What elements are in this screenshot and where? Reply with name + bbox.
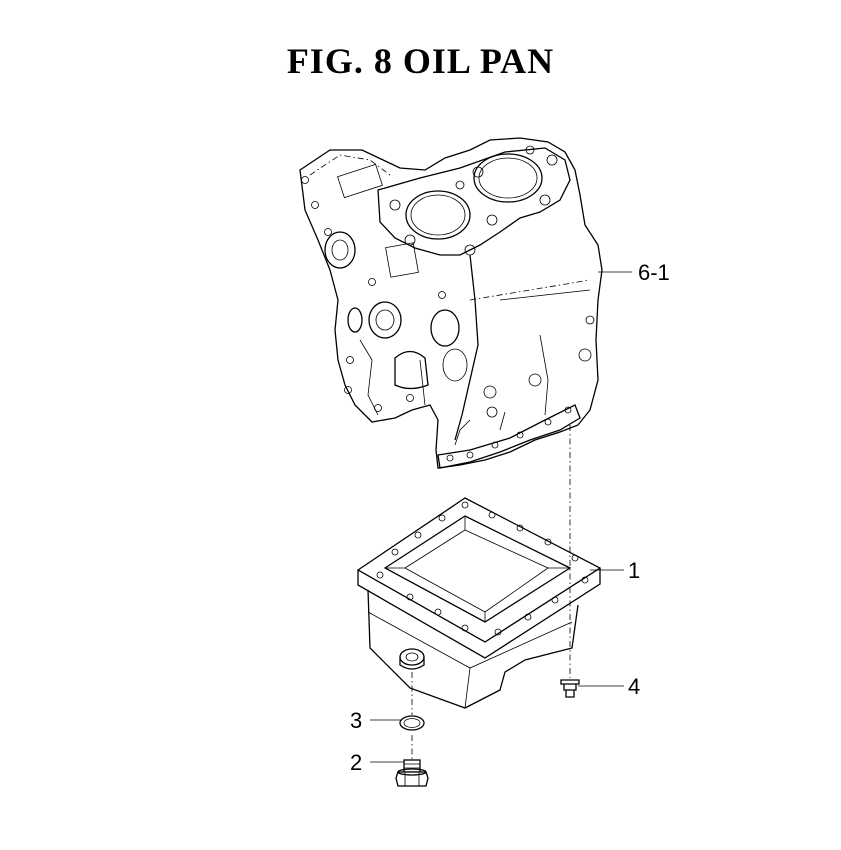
- assembly-center-lines: [411, 425, 571, 760]
- drain-plug-gasket[interactable]: [399, 715, 425, 731]
- callout-2: 2: [350, 750, 362, 775]
- callout-4: 4: [628, 674, 640, 699]
- callout-1: 1: [628, 558, 640, 583]
- figure-title: FIG. 8 OIL PAN: [286, 41, 555, 81]
- oil-pan-bolt[interactable]: [560, 679, 580, 698]
- cylinder-block[interactable]: [299, 137, 603, 469]
- callout-6-1: 6-1: [638, 260, 670, 285]
- oil-pan[interactable]: [356, 497, 602, 709]
- callout-3: 3: [350, 708, 362, 733]
- drain-plug[interactable]: [395, 759, 429, 787]
- leader-lines: [370, 271, 632, 763]
